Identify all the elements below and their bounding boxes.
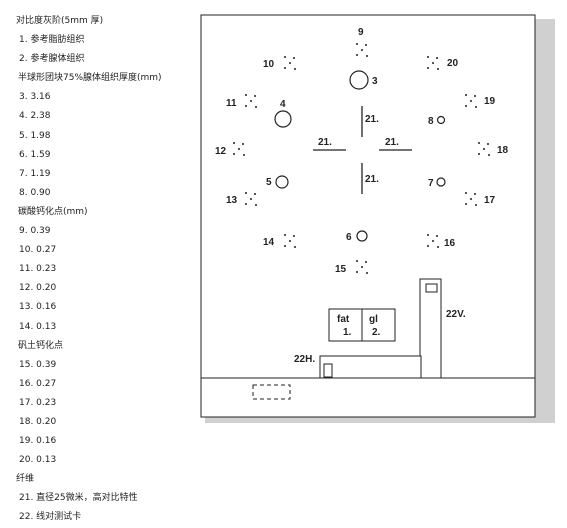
- mass-3-label: 3: [372, 76, 378, 87]
- speck-9-label: 9: [358, 27, 364, 38]
- legend-item: 12. 0.20: [19, 283, 57, 294]
- speck-10-label: 10: [263, 59, 275, 70]
- speck-group-9: [356, 43, 368, 57]
- mass-8: [436, 115, 446, 125]
- speck-13-label: 13: [226, 195, 238, 206]
- mass-6: [356, 230, 368, 242]
- legend-item: 15. 0.39: [19, 359, 57, 370]
- legend-item: 19. 0.16: [19, 436, 57, 447]
- mass-7-label: 7: [428, 178, 434, 189]
- fat-number: 1.: [343, 327, 352, 338]
- speck-group-11: [245, 94, 257, 108]
- legend-item: 4. 2.38: [19, 111, 51, 122]
- mass-7: [436, 177, 446, 187]
- legend-item: 9. 0.39: [19, 226, 51, 237]
- speck-group-19: [465, 94, 477, 108]
- speck-15-label: 15: [335, 264, 347, 275]
- line-pair-card-vertical: [419, 278, 442, 379]
- legend-item: 21. 直径25微米，高对比特性: [19, 493, 138, 504]
- legend-item: 22. 线对测试卡: [19, 512, 82, 523]
- legend-item: 17. 0.23: [19, 397, 57, 408]
- legend-item: 13. 0.16: [19, 302, 57, 313]
- speck-14-label: 14: [263, 237, 275, 248]
- fat-label: fat: [337, 314, 350, 325]
- fiber-top-label: 21.: [365, 114, 379, 125]
- legend-item: 2. 参考腺体组织: [19, 54, 85, 65]
- dashed-marker: [252, 384, 291, 400]
- speck-11-label: 11: [226, 98, 237, 109]
- legend-section-heading: 纤维: [16, 474, 35, 485]
- speck-group-12: [233, 142, 245, 156]
- legend-title: 对比度灰阶(5mm 厚): [16, 16, 104, 26]
- legend-item: 11. 0.23: [19, 264, 57, 275]
- legend-section-heading: 矾土钙化点: [18, 340, 64, 351]
- speck-group-16: [427, 234, 439, 248]
- gl-label: gl: [369, 314, 378, 325]
- speck-group-13: [245, 192, 257, 206]
- speck-12-label: 12: [215, 146, 227, 157]
- mass-3: [349, 70, 369, 90]
- mass-4-label: 4: [280, 99, 286, 110]
- legend-item: 14. 0.13: [19, 321, 57, 332]
- legend-section-heading: 碳酸钙化点(mm): [18, 206, 88, 217]
- speck-17-label: 17: [484, 195, 496, 206]
- legend-item: 8. 0.90: [19, 187, 51, 198]
- speck-group-20: [427, 56, 439, 70]
- legend-item: 20. 0.13: [19, 455, 57, 466]
- speck-group-17: [465, 192, 477, 206]
- speck-20-label: 20: [447, 58, 459, 69]
- speck-18-label: 18: [497, 145, 509, 156]
- fiber-right-label: 21.: [385, 137, 399, 148]
- legend-item: 6. 1.59: [19, 149, 51, 160]
- line-pair-vertical-label: 22V.: [446, 309, 466, 320]
- line-pair-horizontal-label: 22H.: [294, 354, 315, 365]
- legend-item: 16. 0.27: [19, 378, 57, 389]
- gl-number: 2.: [372, 327, 381, 338]
- legend-section-heading: 半球形团块75%腺体组织厚度(mm): [18, 73, 162, 84]
- speck-16-label: 16: [444, 238, 456, 249]
- phantom-diagram: 3 4 5 6 7 8: [200, 14, 555, 423]
- speck-group-18: [478, 142, 490, 156]
- legend-item: 5. 1.98: [19, 130, 51, 141]
- mass-5-label: 5: [266, 177, 272, 188]
- speck-19-label: 19: [484, 96, 496, 107]
- legend-item: 7. 1.19: [19, 168, 51, 179]
- line-pair-card-horizontal: [319, 355, 422, 379]
- legend-item: 1. 参考脂肪组织: [19, 35, 85, 46]
- mass-8-label: 8: [428, 116, 434, 127]
- mass-6-label: 6: [346, 232, 352, 243]
- speck-group-10: [284, 56, 296, 70]
- mass-5: [275, 175, 289, 189]
- speck-group-15: [356, 260, 368, 274]
- legend-item: 18. 0.20: [19, 416, 57, 427]
- speck-group-14: [284, 234, 296, 248]
- line-pair-card-vertical-window: [425, 283, 438, 293]
- mass-4: [274, 110, 292, 128]
- legend-item: 3. 3.16: [19, 92, 51, 103]
- fiber-bottom-label: 21.: [365, 174, 379, 185]
- line-pair-card-horizontal-window: [323, 363, 333, 378]
- fiber-left-label: 21.: [318, 137, 332, 148]
- legend-item: 10. 0.27: [19, 245, 57, 256]
